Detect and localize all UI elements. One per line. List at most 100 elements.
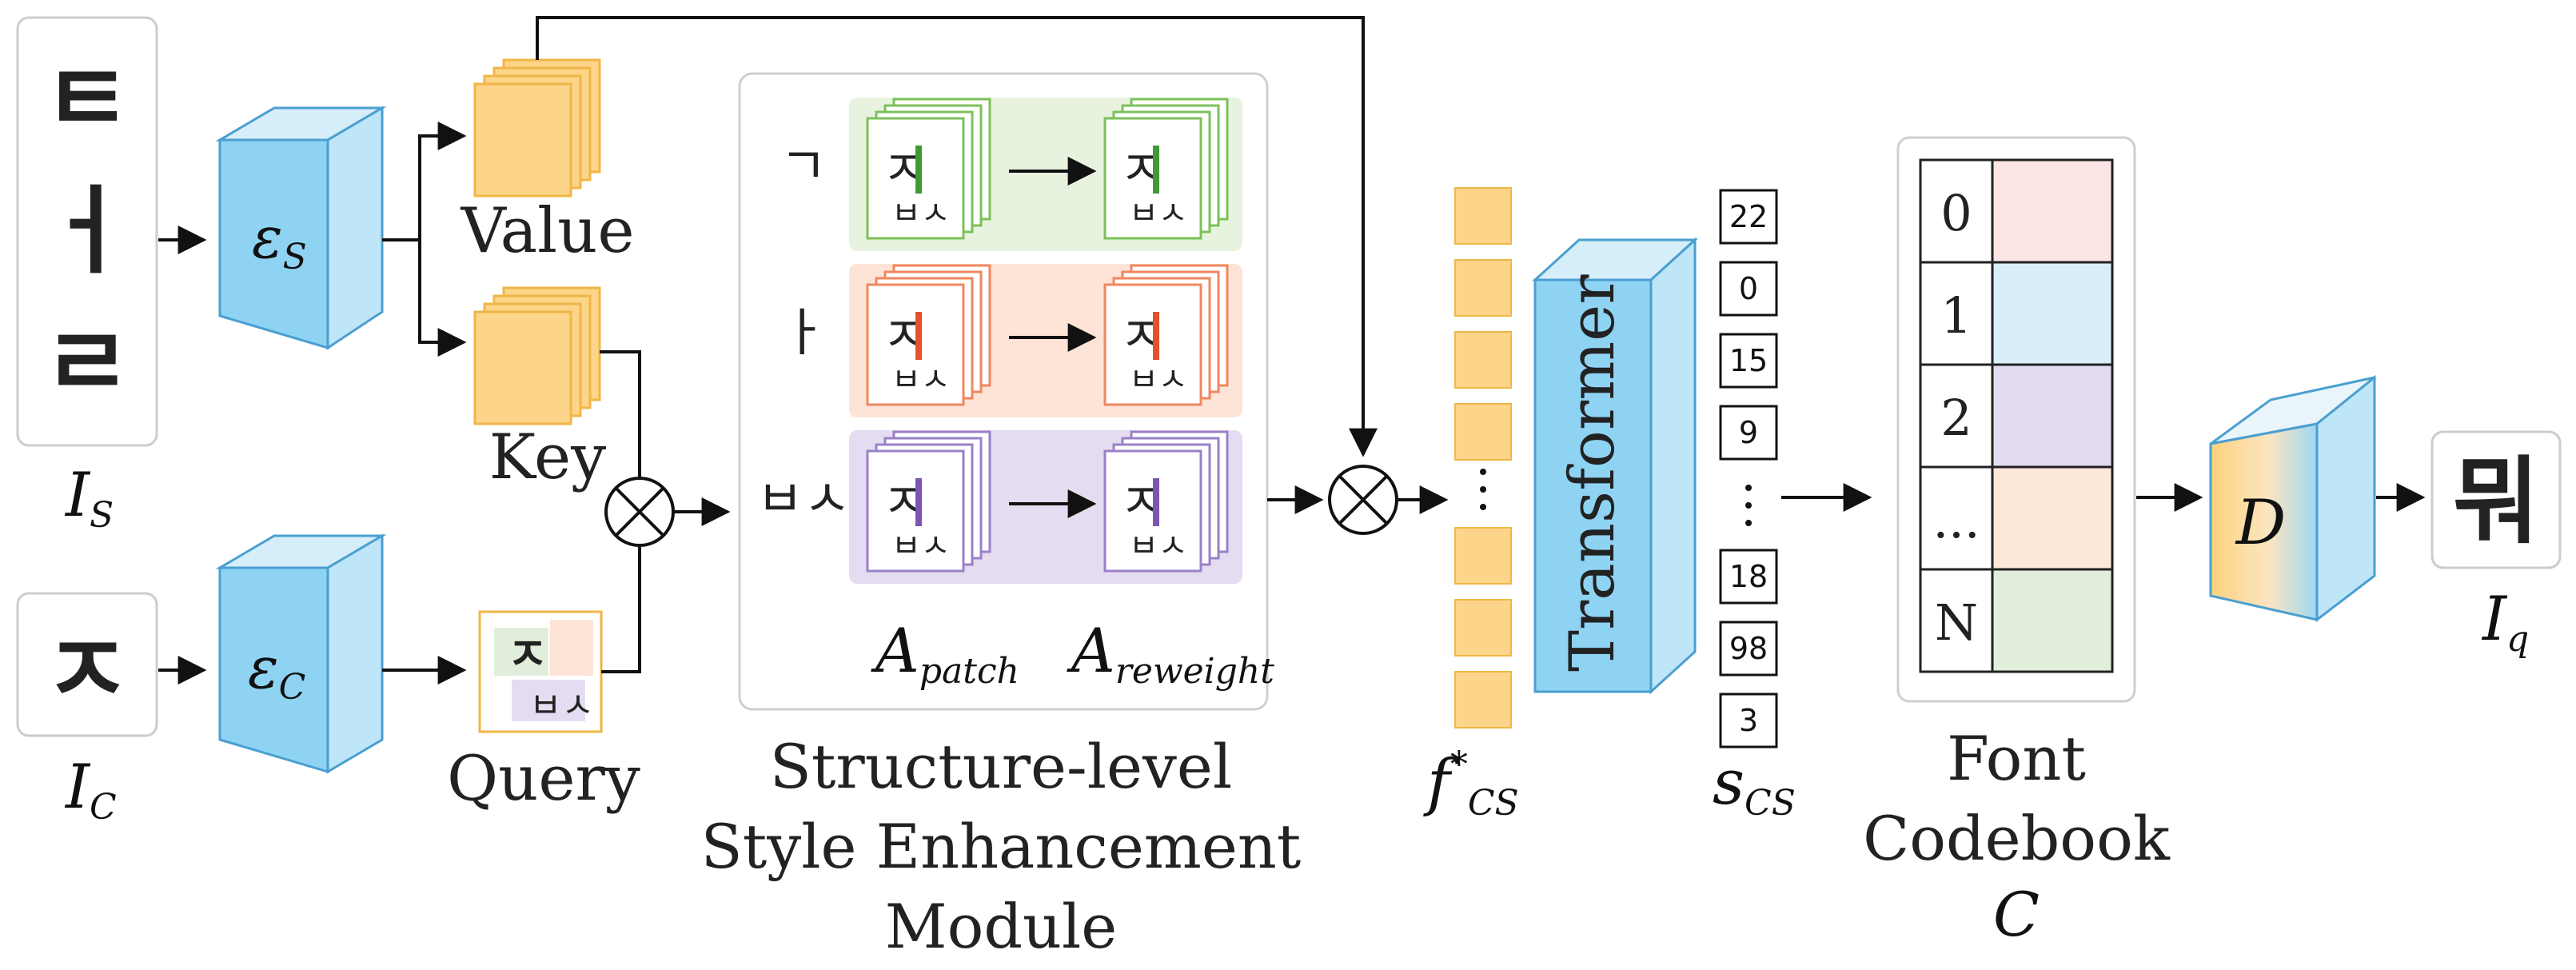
ssem-glyph-lower: ㅂㅅ [1129, 361, 1188, 398]
fused-feature-cell [1454, 403, 1512, 461]
codebook-symbol: C [1993, 879, 2040, 950]
codebook-index: 1 [1940, 286, 1972, 345]
codebook-row: 1 [1919, 261, 2114, 366]
style-input-label: IS [64, 459, 114, 536]
value-label: Value [460, 195, 634, 267]
codebook-title-line-1: Font [1947, 723, 2086, 794]
ssem-patch-stack: ㅈㅂㅅ [866, 430, 991, 573]
index-value: 0 [1739, 271, 1758, 306]
query-glyph-top: ㅈ [507, 629, 548, 681]
ssem-highlight-stroke [1153, 312, 1159, 360]
codebook-index: N [1935, 593, 1978, 652]
ssem-title-line-1: Structure-level [770, 731, 1232, 802]
query-label: Query [447, 743, 640, 815]
ssem-highlight-stroke [1153, 146, 1159, 194]
multiply-op-2 [1328, 465, 1398, 535]
fused-ellipsis-dot [1480, 469, 1486, 475]
ssem-title-line-2: Style Enhancement [701, 811, 1302, 882]
ssem-highlight-stroke [1153, 478, 1159, 526]
fused-ellipsis-dot [1480, 486, 1486, 493]
ssem-component: ㄱ [780, 138, 827, 197]
index-cell [1719, 261, 1778, 317]
index-cell [1719, 405, 1778, 461]
codebook-rows: 0 1 2... N [1919, 158, 2114, 673]
index-value: 9 [1739, 415, 1758, 450]
output-glyph: 뭐 [2453, 445, 2540, 557]
codebook-entry-color [1991, 261, 2114, 366]
output-label: Iq [2481, 583, 2529, 660]
fused-feature-column [1454, 187, 1512, 728]
style-encoder: εS [215, 106, 387, 350]
index-label: sCS [1713, 747, 1796, 824]
query-glyph-bottom: ㅂㅅ [529, 685, 594, 726]
fused-feature-cell [1454, 599, 1512, 657]
query-feature: ㅈ ㅂㅅ [478, 610, 603, 733]
fused-feature-cell [1454, 259, 1512, 317]
ssem-glyph-lower: ㅂㅅ [891, 195, 951, 232]
codebook-title-line-2: Codebook [1863, 803, 2171, 874]
codebook-index: 2 [1940, 389, 1972, 447]
ssem-patch-stack: ㅈㅂㅅ [866, 98, 991, 240]
content-input-panel: ㅈ [16, 592, 158, 737]
ssem-glyph-lower: ㅂㅅ [1129, 528, 1188, 565]
key-feature-stack [473, 286, 601, 425]
codebook-entry-color [1991, 158, 2114, 264]
index-value: 98 [1729, 631, 1768, 666]
content-encoder-label: εC [248, 634, 305, 708]
transformer-block: Transformer [1532, 237, 1698, 695]
key-label: Key [489, 421, 606, 493]
multiply-op-1 [604, 477, 675, 547]
ssem-glyph-lower: ㅂㅅ [1129, 195, 1188, 232]
ssem-highlight-stroke [915, 146, 922, 194]
index-cell [1719, 549, 1778, 605]
index-value: 3 [1739, 703, 1758, 738]
codebook-row: N [1919, 568, 2114, 673]
fused-ellipsis-dot [1480, 504, 1486, 510]
content-glyph: ㅈ [43, 614, 131, 727]
style-glyph-2: ㅓ [43, 174, 131, 287]
index-cell [1719, 621, 1778, 677]
transformer-label: Transformer [1557, 274, 1629, 672]
codebook-entry-color [1991, 363, 2114, 469]
codebook-index: ... [1932, 491, 1980, 549]
ssem-reweight-stack: ㅈㅂㅅ [1103, 264, 1229, 406]
ssem-patch-stack: ㅈㅂㅅ [866, 264, 991, 406]
output-panel: 뭐 [2430, 430, 2562, 569]
ssem-glyph-lower: ㅂㅅ [891, 528, 951, 565]
index-cell [1719, 189, 1778, 245]
a-reweight-label: Areweight [1067, 615, 1274, 692]
fused-feature-cell [1454, 331, 1512, 389]
index-cell [1719, 333, 1778, 389]
content-input-label: IC [64, 751, 117, 828]
codebook-row: 0 [1919, 158, 2114, 264]
codebook-index: 0 [1940, 184, 1972, 242]
a-patch-label: Apatch [871, 615, 1019, 692]
index-ellipsis-dot [1745, 502, 1752, 509]
index-ellipsis-dot [1745, 485, 1752, 491]
style-glyph-3: ㄹ [43, 306, 131, 419]
content-encoder: εC [215, 533, 387, 774]
fused-feature-cell [1454, 527, 1512, 585]
codebook-entry-color [1991, 465, 2114, 571]
style-encoder-label: εS [252, 204, 307, 277]
decoder-label: D [2235, 487, 2287, 559]
ssem-component: ㅏ [780, 304, 827, 363]
style-input-panel: ㅌ ㅓ ㄹ [16, 16, 158, 447]
codebook-row: ... [1919, 465, 2114, 571]
style-glyph-1: ㅌ [43, 42, 131, 155]
ssem-highlight-stroke [915, 478, 922, 526]
ssem-glyph-lower: ㅂㅅ [891, 361, 951, 398]
key-to-multiply-line [600, 350, 641, 492]
ssem-reweight-stack: ㅈㅂㅅ [1103, 98, 1229, 240]
codebook-row: 2 [1919, 363, 2114, 469]
index-cell [1719, 693, 1778, 748]
index-value: 22 [1729, 199, 1768, 234]
index-value: 15 [1729, 343, 1768, 378]
query-to-multiply-line [601, 532, 641, 673]
